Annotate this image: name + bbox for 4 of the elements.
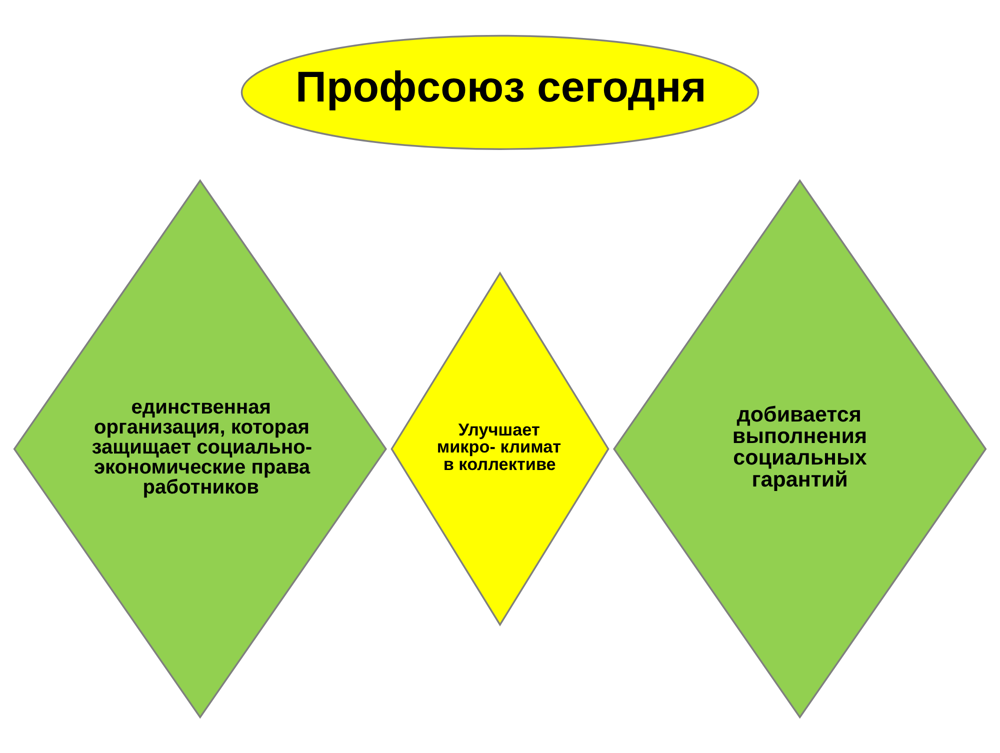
node-diamond: добивается выполнения социальных гарантий bbox=[613, 179, 987, 719]
node-ellipse: Профсоюз сегодня bbox=[240, 34, 760, 150]
node-diamond: единственная организация, которая защищает социально- экономические права работников bbox=[13, 179, 387, 719]
node-diamond: Улучшает микро- климат в коллективе bbox=[390, 272, 610, 626]
